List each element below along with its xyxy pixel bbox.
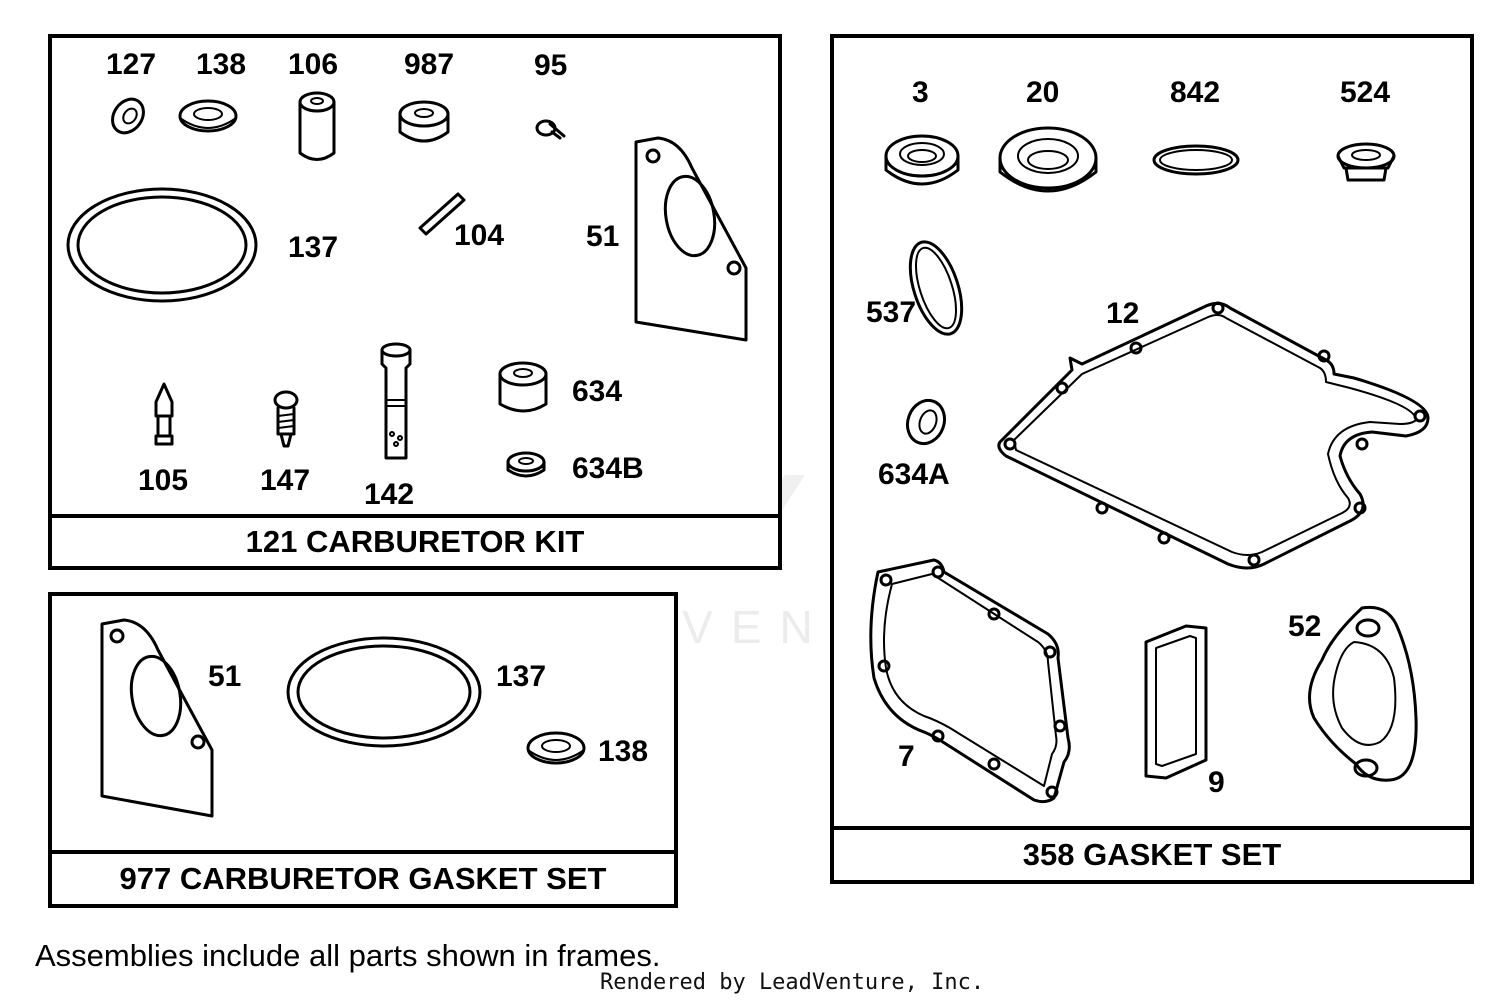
rendered-by-credit: Rendered by LeadVenture, Inc. xyxy=(600,970,985,995)
part-105-needle xyxy=(154,382,174,446)
gasket-set-frame: 3 20 842 524 537 12 634A 7 9 52 358 GASK… xyxy=(830,34,1474,884)
part-842-ring xyxy=(1152,144,1240,176)
assemblies-footnote: Assemblies include all parts shown in fr… xyxy=(35,938,661,973)
label-105: 105 xyxy=(138,464,189,497)
label-95: 95 xyxy=(534,49,568,82)
part-142-tube xyxy=(380,342,412,460)
label-137: 137 xyxy=(496,660,547,693)
label-634b: 634B xyxy=(572,452,644,485)
part-52-gasket xyxy=(1308,605,1418,782)
label-12: 12 xyxy=(1106,297,1140,330)
label-138: 138 xyxy=(598,735,649,768)
part-95-screw xyxy=(535,119,566,140)
part-106-bushing xyxy=(298,91,336,161)
label-634a: 634A xyxy=(878,458,950,491)
part-537-ring xyxy=(908,240,964,336)
part-987-spacer xyxy=(398,100,450,143)
label-104: 104 xyxy=(454,219,505,252)
part-634a-washer xyxy=(905,398,947,446)
part-137-ring xyxy=(66,187,258,303)
carburetor-gasket-set-parts xyxy=(100,618,586,818)
part-138-washer xyxy=(526,731,586,765)
part-147-screw xyxy=(273,390,299,448)
part-634-spacer xyxy=(498,361,548,413)
label-51: 51 xyxy=(208,660,242,693)
label-142: 142 xyxy=(364,478,415,511)
label-9: 9 xyxy=(1208,766,1225,799)
label-842: 842 xyxy=(1170,76,1221,109)
part-51-gasket xyxy=(100,618,214,818)
part-51-gasket xyxy=(634,136,748,342)
label-138: 138 xyxy=(196,48,247,81)
label-147: 147 xyxy=(260,464,311,497)
gasket-set-caption: 358 GASKET SET xyxy=(834,826,1470,880)
label-106: 106 xyxy=(288,48,339,81)
gasket-set-parts xyxy=(869,126,1430,804)
label-51: 51 xyxy=(586,220,620,253)
part-634b-spacer xyxy=(506,451,546,478)
label-537: 537 xyxy=(866,296,917,329)
part-137-ring xyxy=(286,636,482,748)
part-3-seal xyxy=(884,134,960,186)
label-524: 524 xyxy=(1340,76,1391,109)
label-3: 3 xyxy=(912,76,929,109)
part-9-gasket xyxy=(1144,624,1208,780)
part-7-gasket xyxy=(869,558,1071,804)
part-138-washer xyxy=(178,99,238,133)
carburetor-gasket-set-frame: 51 137 138 977 CARBURETOR GASKET SET xyxy=(48,592,678,908)
label-634: 634 xyxy=(572,375,623,408)
part-104-pin xyxy=(418,192,466,236)
part-12-gasket xyxy=(997,301,1430,570)
label-20: 20 xyxy=(1026,76,1060,109)
carburetor-kit-caption: 121 CARBURETOR KIT xyxy=(52,514,778,566)
label-137: 137 xyxy=(288,231,339,264)
carburetor-kit-parts xyxy=(66,91,748,478)
label-7: 7 xyxy=(898,740,915,773)
label-127: 127 xyxy=(106,48,157,81)
part-20-seal xyxy=(998,126,1098,193)
part-524-grommet xyxy=(1336,142,1396,182)
label-52: 52 xyxy=(1288,610,1322,643)
carburetor-kit-frame: 127 138 106 987 95 137 104 51 634 634B 1… xyxy=(48,34,782,570)
label-987: 987 xyxy=(404,48,455,81)
carburetor-gasket-set-caption: 977 CARBURETOR GASKET SET xyxy=(52,850,674,904)
part-127-washer xyxy=(111,97,145,135)
